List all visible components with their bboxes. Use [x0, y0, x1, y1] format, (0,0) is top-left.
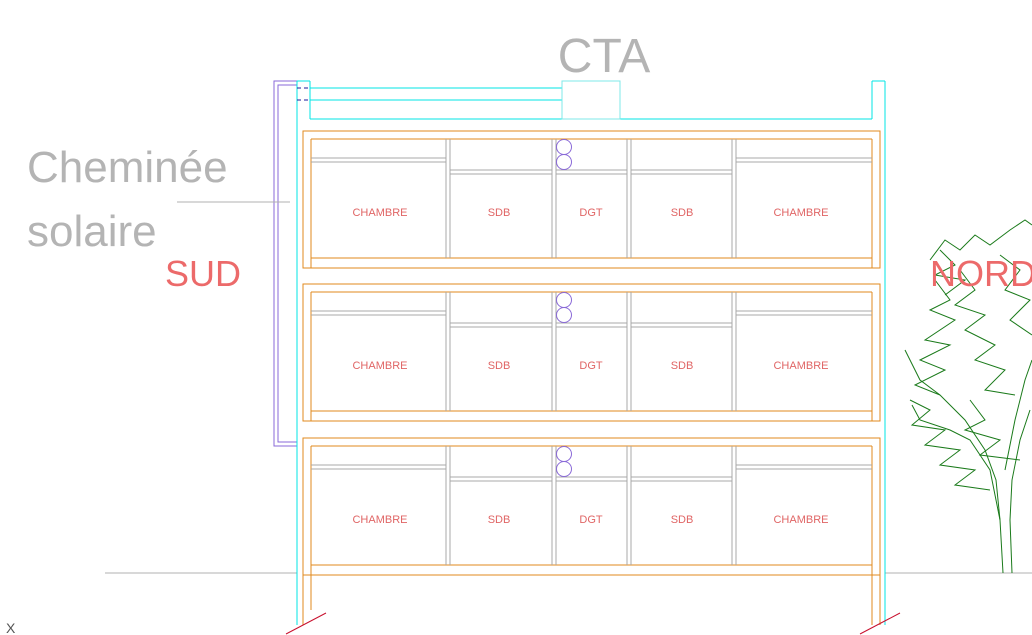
room-label: CHAMBRE	[352, 207, 407, 219]
room-label: DGT	[579, 207, 603, 219]
floor-1: CHAMBRE SDB DGT SDB CHAMBRE	[302, 130, 881, 269]
room-label: SDB	[488, 514, 511, 526]
axis-marker: X	[6, 620, 16, 635]
room-label: SDB	[488, 207, 511, 219]
room-label: SDB	[671, 360, 694, 372]
room-label: CHAMBRE	[773, 207, 828, 219]
solar-chimney	[273, 80, 297, 447]
chimney-label-line2: solaire	[27, 207, 157, 256]
duct-circle-icon	[556, 461, 572, 477]
cta-unit	[561, 80, 621, 120]
duct-dashes	[297, 87, 310, 101]
room-label: SDB	[671, 207, 694, 219]
room-label: SDB	[488, 360, 511, 372]
chimney-label-line1: Cheminée	[27, 143, 228, 192]
room-label: SDB	[671, 514, 694, 526]
room-label: DGT	[579, 360, 603, 372]
north-label: NORD	[930, 253, 1032, 294]
roof-and-walls	[296, 80, 886, 625]
cta-label: CTA	[558, 30, 650, 83]
tree-icon	[904, 219, 1032, 574]
floor-2: CHAMBRE SDB DGT SDB CHAMBRE	[302, 283, 881, 422]
floor-3: CHAMBRE SDB DGT SDB CHAMBRE	[302, 437, 881, 576]
south-label: SUD	[165, 253, 241, 294]
floor-outline	[302, 283, 881, 422]
duct-circle-icon	[556, 292, 572, 308]
duct-circle-icon	[556, 154, 572, 170]
room-label: CHAMBRE	[352, 360, 407, 372]
foundation-marks	[285, 612, 901, 635]
floor-outline	[302, 437, 881, 576]
room-label: CHAMBRE	[773, 360, 828, 372]
floor-outline	[302, 130, 881, 269]
room-label: CHAMBRE	[352, 514, 407, 526]
room-label: CHAMBRE	[773, 514, 828, 526]
duct-circle-icon	[556, 307, 572, 323]
duct-circle-icon	[556, 139, 572, 155]
room-label: DGT	[579, 514, 603, 526]
duct-circle-icon	[556, 446, 572, 462]
